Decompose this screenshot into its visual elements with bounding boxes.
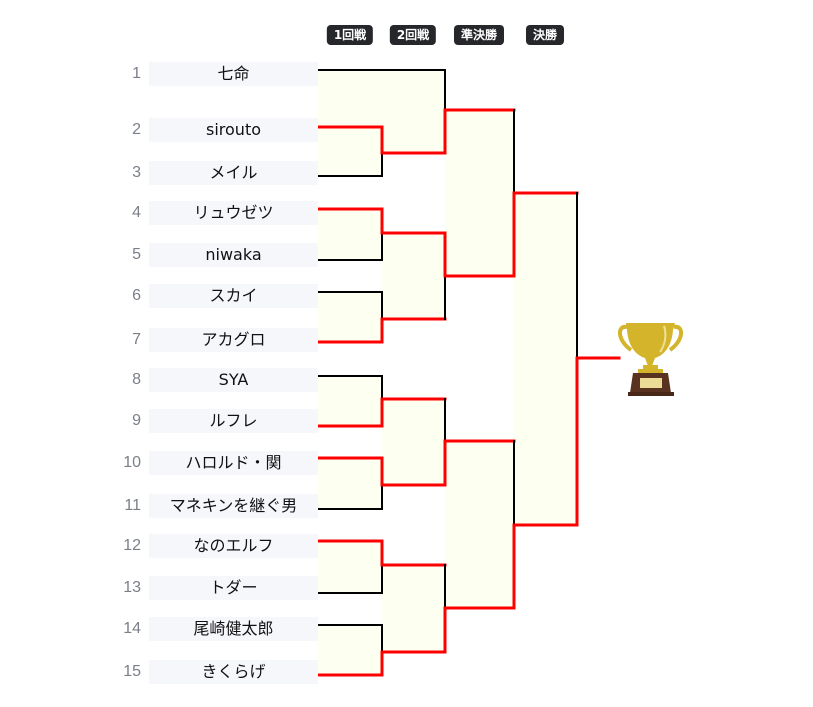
round1-match-fill: [318, 209, 382, 260]
player-name: マネキンを継ぐ男: [149, 494, 318, 518]
match-lines: [316, 69, 621, 677]
player-seed: 13: [123, 579, 141, 596]
round1-match-fill: [318, 541, 382, 593]
player-seed: 14: [123, 620, 141, 637]
round-badge-1: 1回戦: [326, 25, 374, 45]
round1-match-fill: [318, 625, 382, 675]
player-seed: 8: [132, 371, 141, 388]
player-seed: 11: [124, 497, 141, 514]
round-badge-2: 2回戦: [389, 25, 437, 45]
player-seed: 4: [132, 204, 141, 221]
player-seed: 7: [132, 331, 141, 348]
round1-match-fill: [318, 376, 382, 426]
player-seed: 15: [123, 663, 141, 680]
player-seed: 3: [132, 164, 141, 181]
round2-match-fill: [382, 565, 445, 652]
player-name: なのエルフ: [149, 534, 318, 558]
match-fills: [318, 70, 577, 675]
player-seed: 6: [132, 287, 141, 304]
player-name: niwaka: [149, 243, 318, 267]
player-name: メイル: [149, 161, 318, 185]
round-badge-semifinal: 準決勝: [453, 25, 505, 45]
player-name: ハロルド・関: [149, 451, 318, 475]
round1-match-fill: [318, 458, 382, 509]
semifinal-match-fill: [445, 110, 514, 276]
player-name: sirouto: [149, 118, 318, 142]
player-seed: 1: [132, 65, 141, 82]
final-match-fill: [514, 193, 577, 525]
player-seed: 5: [132, 246, 141, 263]
player-seed: 10: [123, 454, 141, 471]
player-name: ルフレ: [149, 409, 318, 433]
player-name: スカイ: [149, 284, 318, 308]
round-badge-final: 決勝: [525, 25, 565, 45]
player-name: 尾崎健太郎: [149, 617, 318, 641]
player-seed: 12: [123, 537, 141, 554]
round2-match-fill: [382, 399, 445, 485]
player-name: トダー: [149, 576, 318, 600]
player-seed: 9: [132, 412, 141, 429]
player-seed: 2: [132, 121, 141, 138]
player-name: アカグロ: [149, 328, 318, 352]
player-name: 七命: [149, 62, 318, 86]
player-name: SYA: [149, 368, 318, 392]
round1-match-fill: [318, 292, 382, 342]
semifinal-match-fill: [445, 441, 514, 608]
player-name: リュウゼツ: [149, 201, 318, 225]
player-name: きくらげ: [149, 660, 318, 684]
round2-match-fill: [382, 233, 445, 319]
